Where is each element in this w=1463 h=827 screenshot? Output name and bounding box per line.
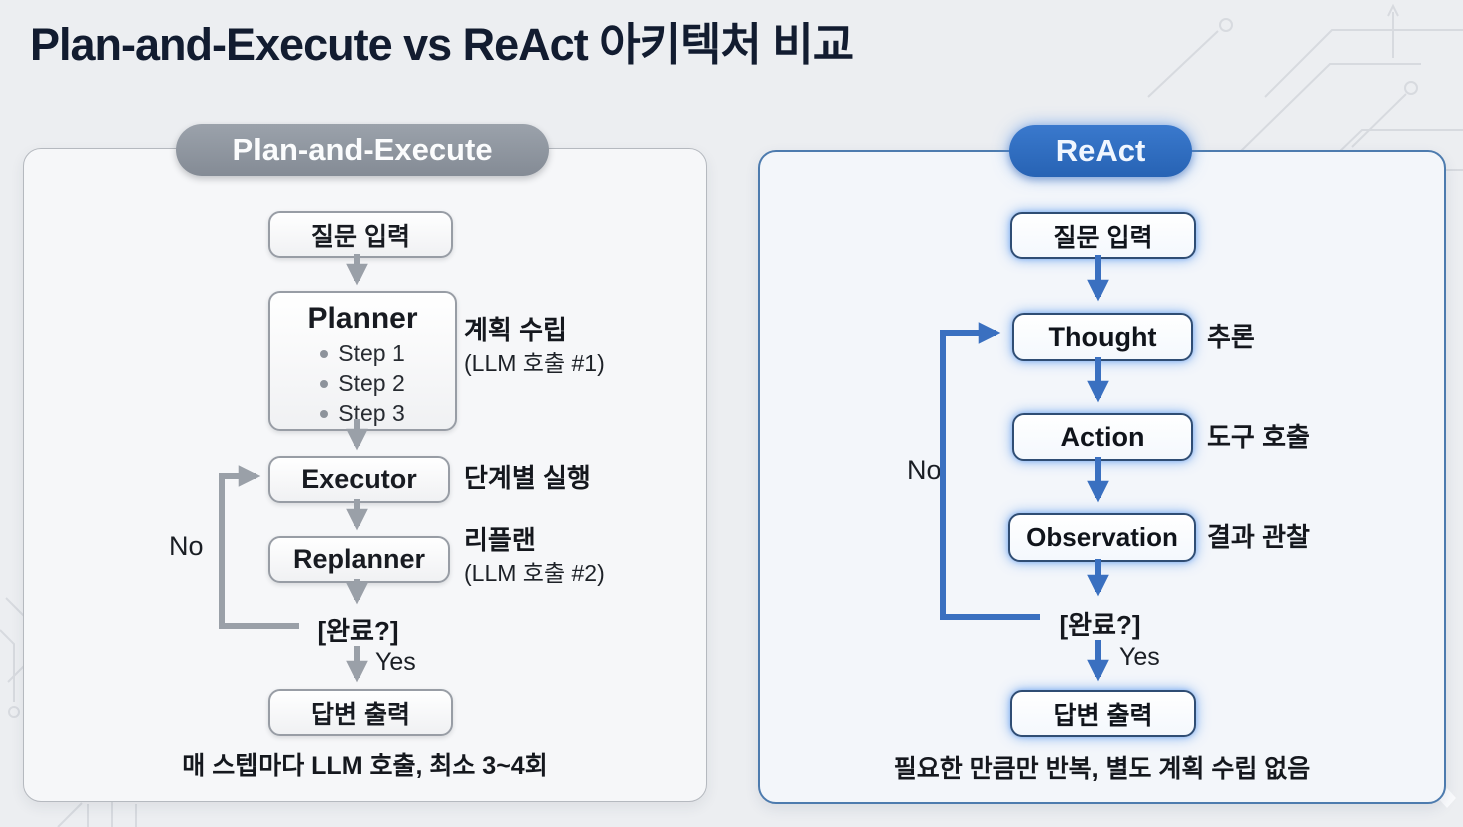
action-side-note: 도구 호출 bbox=[1207, 422, 1310, 452]
planner-step: Step 3 bbox=[320, 400, 405, 427]
no-label-left: No bbox=[169, 531, 204, 561]
yes-label-left: Yes bbox=[375, 648, 416, 676]
planner-steps: Step 1 Step 2 Step 3 bbox=[320, 340, 405, 427]
planner-step: Step 1 bbox=[320, 340, 405, 367]
react-badge: ReAct bbox=[1009, 125, 1192, 177]
planner-note-sub: (LLM 호출 #1) bbox=[464, 350, 605, 377]
replanner-side-note: 리플랜 (LLM 호출 #2) bbox=[464, 525, 605, 589]
node-answer-output-left: 답변 출력 bbox=[268, 689, 453, 736]
planner-step-label: Step 2 bbox=[338, 370, 405, 396]
decision-complete-right: [완료?] bbox=[1059, 610, 1141, 640]
executor-side-note: 단계별 실행 bbox=[464, 463, 591, 493]
node-question-input-left: 질문 입력 bbox=[268, 211, 453, 258]
node-planner: Planner Step 1 Step 2 Step 3 bbox=[268, 291, 457, 431]
planner-step-label: Step 3 bbox=[338, 400, 405, 426]
yes-label-right: Yes bbox=[1119, 643, 1160, 671]
node-answer-output-right: 답변 출력 bbox=[1010, 690, 1196, 737]
no-label-right: No bbox=[907, 455, 942, 485]
node-executor: Executor bbox=[268, 456, 450, 503]
node-question-input-right: 질문 입력 bbox=[1010, 212, 1196, 259]
node-thought: Thought bbox=[1012, 313, 1193, 361]
observation-side-note: 결과 관찰 bbox=[1207, 522, 1310, 552]
planner-title: Planner bbox=[307, 302, 418, 335]
planner-note-main: 계획 수립 bbox=[464, 315, 567, 345]
plan-and-execute-badge: Plan-and-Execute bbox=[176, 124, 549, 176]
page-title: Plan-and-Execute vs ReAct 아키텍처 비교 bbox=[30, 19, 854, 70]
planner-side-note: 계획 수립 (LLM 호출 #1) bbox=[464, 315, 605, 379]
planner-step: Step 2 bbox=[320, 370, 405, 397]
plan-and-execute-panel: Plan-and-Execute 질문 입력 Planner Step 1 St… bbox=[23, 124, 707, 802]
thought-side-note: 추론 bbox=[1207, 322, 1255, 352]
plan-and-execute-footer: 매 스텝마다 LLM 호출, 최소 3~4회 bbox=[182, 752, 548, 780]
node-replanner: Replanner bbox=[268, 536, 450, 583]
bullet-dot bbox=[320, 379, 329, 388]
decision-complete-left: [완료?] bbox=[317, 616, 399, 646]
planner-step-label: Step 1 bbox=[338, 340, 405, 366]
react-footer: 필요한 만큼만 반복, 별도 계획 수립 없음 bbox=[893, 755, 1311, 783]
replanner-note-main: 리플랜 bbox=[464, 525, 536, 555]
bullet-dot bbox=[320, 409, 329, 418]
node-action: Action bbox=[1012, 413, 1193, 461]
node-observation: Observation bbox=[1008, 513, 1196, 562]
bullet-dot bbox=[320, 349, 329, 358]
react-panel: ReAct 질문 입력 Thought Action Observation [… bbox=[758, 125, 1446, 804]
replanner-note-sub: (LLM 호출 #2) bbox=[464, 560, 605, 587]
